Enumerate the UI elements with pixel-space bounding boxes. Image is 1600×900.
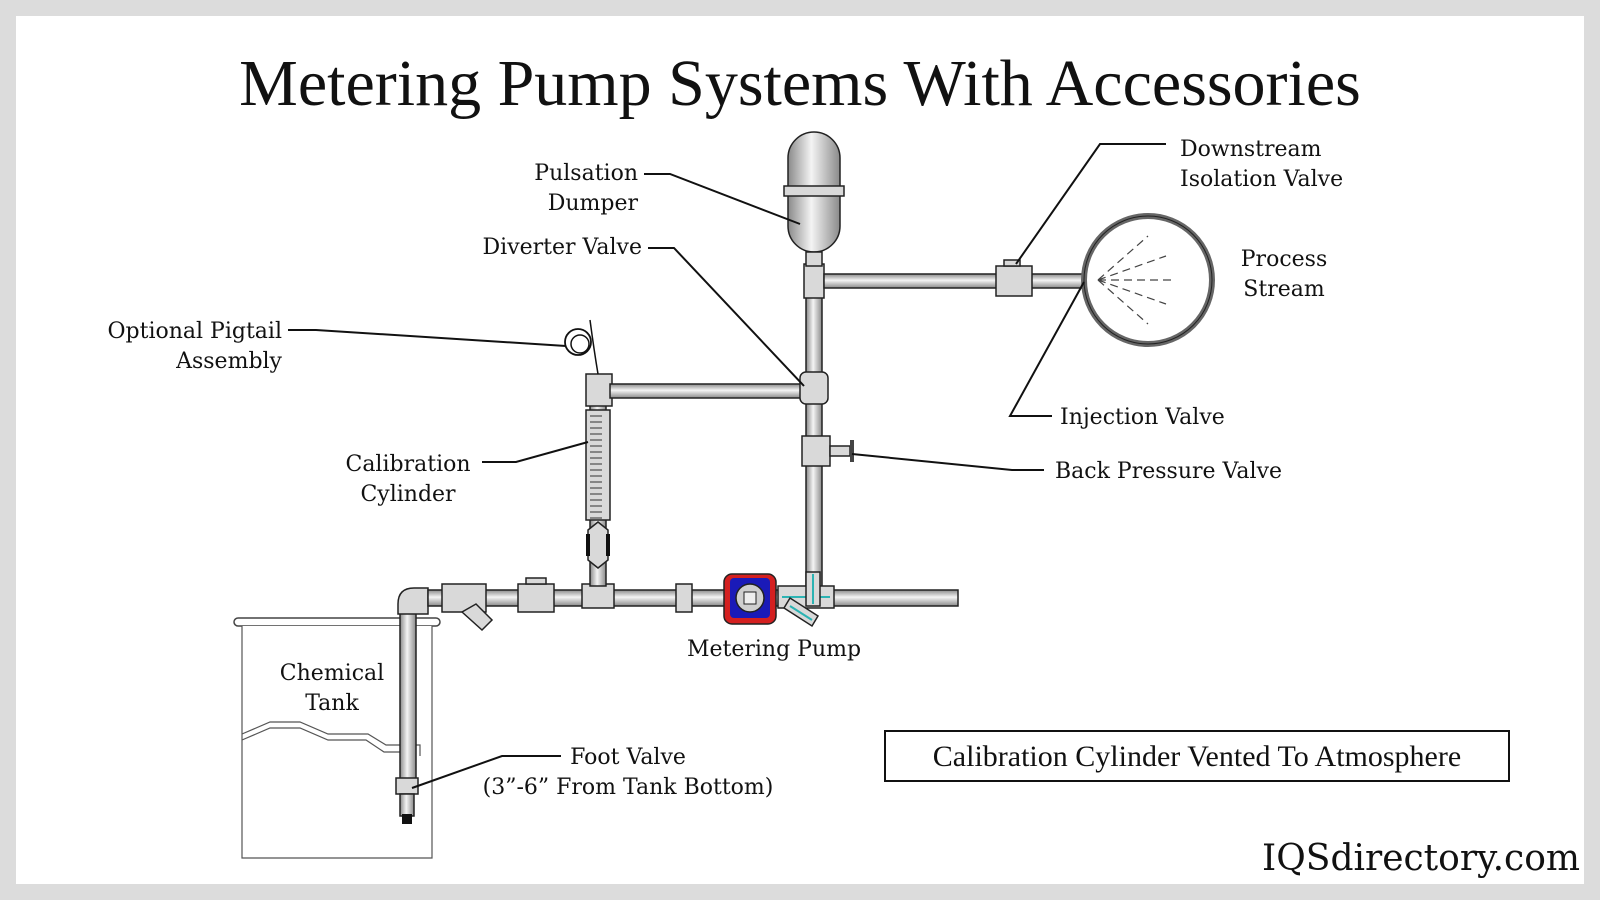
suction-line xyxy=(397,577,959,632)
tee-fitting xyxy=(581,583,615,609)
label-injection-valve: Injection Valve xyxy=(1060,405,1225,430)
discharge-line xyxy=(799,263,854,593)
label-calibration-cylinder-2: Cylinder xyxy=(360,482,456,507)
label-foot-valve-2: (3”-6” From Tank Bottom) xyxy=(483,775,774,800)
label-metering-pump: Metering Pump xyxy=(687,637,861,662)
downstream-isolation-valve xyxy=(995,265,1033,297)
note-text: Calibration Cylinder Vented To Atmospher… xyxy=(933,740,1461,773)
label-optional-pigtail-1: Optional Pigtail xyxy=(107,319,282,344)
cylinder-to-diverter-pipe xyxy=(609,383,803,399)
label-chemical-tank-2: Tank xyxy=(305,691,359,716)
label-pulsation-dampener-1: Pulsation xyxy=(534,161,638,186)
label-downstream-isolation-valve-1: Downstream xyxy=(1180,137,1322,162)
diverter-valve xyxy=(799,371,829,405)
pulsation-dampener xyxy=(783,131,845,267)
label-downstream-isolation-valve-2: Isolation Valve xyxy=(1180,167,1343,192)
brand-watermark: IQSdirectory.com xyxy=(1262,838,1580,879)
diagram-title: Metering Pump Systems With Accessories xyxy=(239,47,1361,120)
label-diverter-valve: Diverter Valve xyxy=(483,235,642,260)
calibration-cylinder xyxy=(585,373,613,587)
pigtail-assembly xyxy=(564,319,599,375)
label-chemical-tank-1: Chemical xyxy=(280,661,384,686)
label-foot-valve-1: Foot Valve xyxy=(570,745,686,770)
graduation-marks xyxy=(590,415,602,519)
note-box xyxy=(884,730,1510,782)
back-pressure-valve xyxy=(801,435,831,467)
metering-pump xyxy=(723,571,835,628)
label-calibration-cylinder-1: Calibration xyxy=(345,452,470,477)
label-back-pressure-valve: Back Pressure Valve xyxy=(1055,459,1282,484)
isolation-valve xyxy=(517,583,555,613)
chemical-tank xyxy=(233,611,441,859)
label-optional-pigtail-2: Assembly xyxy=(175,349,282,374)
label-process-stream-2: Stream xyxy=(1243,277,1325,302)
leader-lines xyxy=(288,143,1166,789)
label-pulsation-dampener-2: Dumper xyxy=(548,191,639,216)
process-feed-line xyxy=(823,259,1085,297)
process-stream xyxy=(1081,213,1215,347)
label-process-stream-1: Process xyxy=(1241,247,1328,272)
